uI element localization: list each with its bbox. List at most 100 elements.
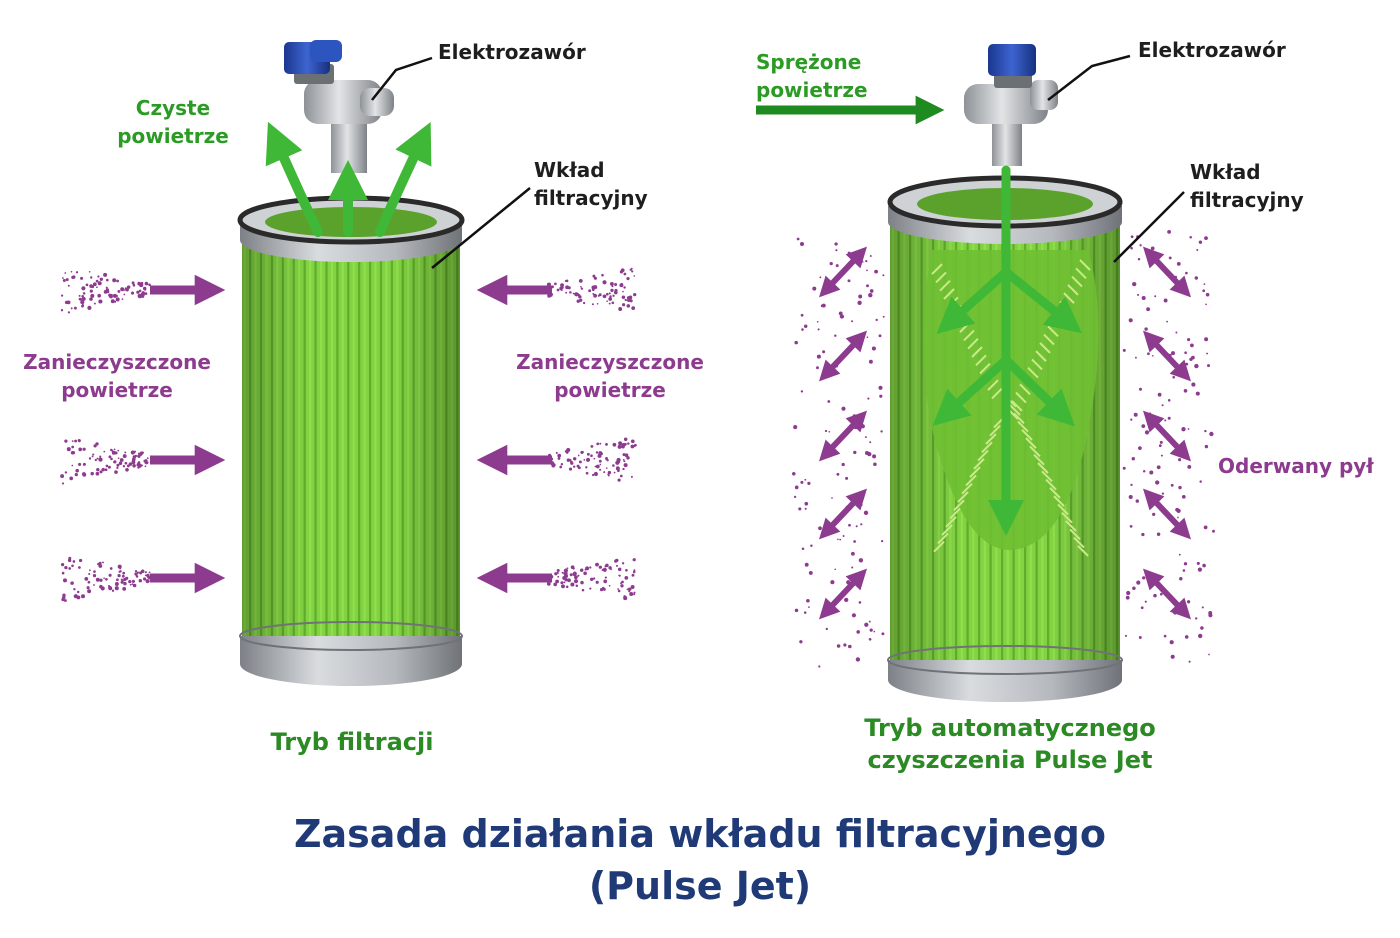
- dust-particle: [593, 285, 598, 290]
- dust-particle: [1130, 483, 1133, 487]
- dust-particle: [603, 471, 606, 474]
- dust-particle: [1183, 562, 1188, 566]
- dust-particle: [623, 437, 628, 442]
- dust-particle: [610, 288, 614, 293]
- dust-particle: [1163, 298, 1168, 303]
- dust-particle: [116, 463, 120, 467]
- pulse-fiber: [1043, 333, 1055, 346]
- dust-particle: [140, 464, 143, 467]
- dust-particle: [137, 466, 140, 469]
- dust-particle: [1130, 235, 1134, 239]
- dust-particle: [1161, 492, 1165, 495]
- dust-particle: [612, 294, 615, 297]
- right-cartridge-line1: Wkład: [1190, 160, 1261, 184]
- dust-particle: [1181, 494, 1186, 499]
- dust-particle: [869, 289, 874, 293]
- dust-particle: [557, 456, 561, 460]
- dust-particle: [612, 442, 617, 447]
- right-cartridge-line2: filtracyjny: [1190, 188, 1304, 212]
- right-valve-label: Elektrozawór: [1138, 38, 1286, 62]
- dust-particle: [1142, 470, 1146, 473]
- pulse-fiber: [1049, 487, 1061, 499]
- dust-particle: [853, 540, 856, 543]
- dust-particle: [137, 464, 140, 467]
- dust-particle: [95, 577, 100, 582]
- dust-particle: [565, 585, 569, 589]
- left-valve-label: Elektrozawór: [438, 40, 586, 64]
- dust-particle: [137, 454, 141, 458]
- dust-particle: [1196, 249, 1199, 251]
- dust-particle: [117, 564, 122, 569]
- dust-particle: [605, 467, 608, 469]
- dust-particle: [1204, 337, 1209, 342]
- dust-particle: [849, 574, 853, 579]
- dust-particle: [1128, 494, 1133, 500]
- dust-particle: [134, 569, 138, 573]
- dust-particle: [610, 568, 612, 571]
- dust-particle: [816, 320, 819, 323]
- dust-particle: [860, 523, 863, 526]
- dust-particle: [557, 575, 560, 578]
- dust-particle: [81, 296, 86, 301]
- clean-air-label: Czyste powietrze: [108, 94, 238, 150]
- dust-particle: [98, 457, 103, 462]
- dust-particle: [1168, 256, 1172, 260]
- dust-particle: [1163, 634, 1167, 638]
- dust-particle: [140, 451, 144, 455]
- dust-particle: [92, 453, 95, 456]
- dust-particle: [794, 485, 799, 490]
- dust-particle: [131, 460, 136, 465]
- dust-particle: [80, 300, 85, 305]
- pulse-fiber: [979, 362, 991, 375]
- dust-particle: [865, 260, 868, 263]
- dust-particle: [70, 581, 74, 585]
- dust-particle: [77, 438, 81, 443]
- dust-particle: [864, 622, 869, 627]
- dust-particle: [856, 583, 859, 587]
- dust-particle: [570, 461, 574, 465]
- dust-particle: [119, 458, 124, 462]
- dust-particle: [143, 459, 146, 463]
- dust-particle: [90, 293, 95, 298]
- dust-particle: [1187, 428, 1190, 430]
- pulse-fiber: [949, 507, 961, 520]
- dust-particle: [825, 627, 828, 631]
- dust-direction-arrow: [818, 246, 868, 298]
- dust-particle: [803, 324, 808, 329]
- compressed-air-label: Sprężone powietrze: [756, 48, 868, 104]
- dust-particle: [146, 461, 149, 464]
- dust-particle: [60, 474, 65, 479]
- dust-particle: [1151, 354, 1154, 357]
- diagram-title: Zasada działania wkładu filtracyjnego (P…: [0, 808, 1400, 912]
- dust-particle: [144, 292, 148, 295]
- dust-particle: [869, 628, 873, 632]
- dust-particle: [623, 460, 626, 463]
- pulse-fiber: [1019, 383, 1031, 395]
- dust-particle: [71, 464, 74, 467]
- dust-particle: [96, 468, 100, 472]
- dust-particle: [60, 309, 64, 312]
- dust-particle: [81, 286, 86, 291]
- left-cartridge-label: Wkład filtracyjny: [534, 156, 648, 212]
- pulse-fiber: [953, 499, 965, 511]
- dust-particle: [808, 570, 813, 575]
- dust-particle: [1126, 590, 1131, 596]
- dust-particle: [93, 302, 96, 305]
- dust-particle: [798, 507, 802, 511]
- dust-particle: [580, 580, 584, 585]
- dust-particle: [561, 571, 564, 574]
- dust-particle: [605, 292, 609, 296]
- dust-particle: [1195, 391, 1200, 396]
- pulse-fiber: [1027, 367, 1039, 379]
- dust-particle: [1181, 427, 1186, 432]
- dust-particle: [1203, 525, 1208, 530]
- dust-particle: [633, 275, 636, 277]
- dust-particle: [65, 278, 69, 282]
- dust-particle: [71, 564, 74, 568]
- dust-particle: [572, 571, 577, 576]
- dust-particle: [1156, 465, 1161, 470]
- right-detached-dust-arrows: [818, 246, 1192, 620]
- dust-particle: [605, 443, 608, 446]
- pulse-fiber: [945, 516, 957, 528]
- pulse-fiber: [1011, 400, 1023, 412]
